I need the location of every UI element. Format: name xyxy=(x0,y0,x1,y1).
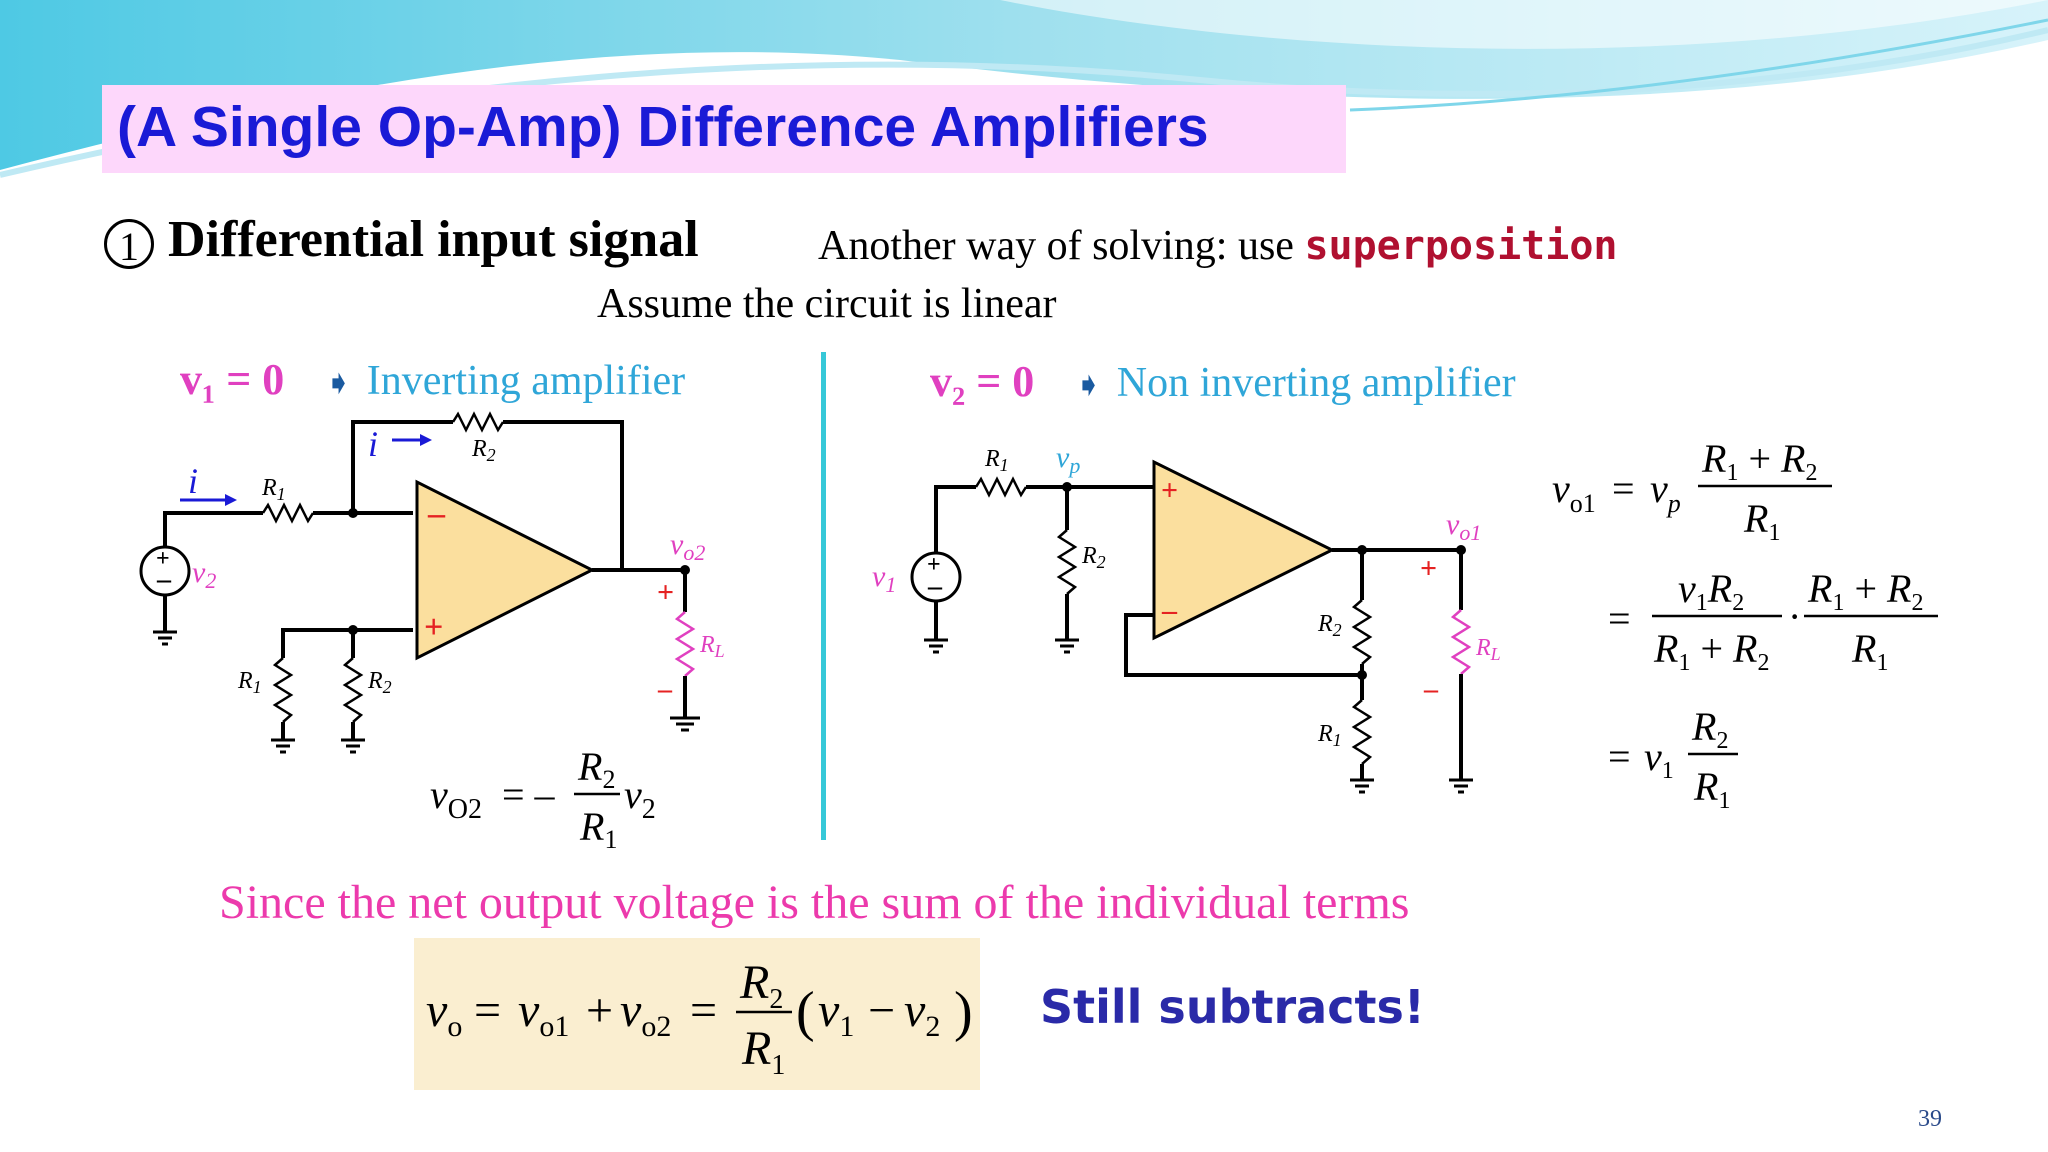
arrow-right-icon: ➧ xyxy=(324,365,353,402)
svg-text:vo2: vo2 xyxy=(670,528,705,565)
method-prefix: Another way of solving: use xyxy=(818,223,1305,269)
svg-text:RL: RL xyxy=(1475,635,1501,664)
svg-text:=: = xyxy=(1612,466,1635,511)
inverting-gain-formula: vO2 = – R2 R1 v2 xyxy=(430,744,656,854)
svg-text:RL: RL xyxy=(699,632,725,661)
svg-text:vo1: vo1 xyxy=(1552,466,1596,518)
svg-text:–: – xyxy=(1161,594,1178,627)
svg-text:=: = xyxy=(1608,734,1631,779)
left-case-title: Inverting amplifier xyxy=(366,358,686,404)
current-arrow-icon xyxy=(225,494,237,506)
svg-text:vp: vp xyxy=(1056,441,1080,478)
svg-text:+: + xyxy=(657,576,674,609)
voltage-source-icon: + – xyxy=(910,551,962,603)
svg-text:+: + xyxy=(424,609,443,646)
opamp-symbol xyxy=(1152,459,1336,641)
difference-amplifier-formula: vo = vo1 + vo2 = R2 R1 ( v1 − v2 ) xyxy=(426,956,973,1081)
section-heading: 1 Differential input signal xyxy=(104,210,699,270)
svg-text:R1 + R2: R1 + R2 xyxy=(1653,626,1769,676)
assumption-text: Assume the circuit is linear xyxy=(597,281,1057,327)
section-number-badge: 1 xyxy=(104,219,154,270)
svg-text:–: – xyxy=(156,564,172,595)
svg-text:v2: v2 xyxy=(192,556,216,593)
svg-text:R1: R1 xyxy=(1693,764,1730,814)
svg-text:i: i xyxy=(188,461,198,501)
section-divider xyxy=(821,352,826,840)
svg-text:R2: R2 xyxy=(577,744,615,794)
svg-text:R1: R1 xyxy=(1743,496,1780,546)
svg-text:v1: v1 xyxy=(1644,734,1674,784)
svg-text:): ) xyxy=(954,981,973,1043)
method-note: Another way of solving: use superpositio… xyxy=(818,222,1618,270)
svg-text:R2: R2 xyxy=(1691,704,1728,754)
slide-title: (A Single Op-Amp) Difference Amplifiers xyxy=(117,95,1209,159)
svg-text:R2: R2 xyxy=(471,436,496,465)
svg-text:R2: R2 xyxy=(1317,611,1342,640)
svg-text:R1: R1 xyxy=(237,668,262,697)
method-keyword: superposition xyxy=(1304,223,1618,269)
svg-text:R2: R2 xyxy=(1081,543,1106,572)
left-condition: v₁ = 0 xyxy=(180,355,285,404)
arrow-right-icon: ➧ xyxy=(1074,367,1103,404)
right-condition: v₂ = 0 xyxy=(930,357,1035,406)
svg-text:R1: R1 xyxy=(579,804,617,854)
svg-text:R1 + R2: R1 + R2 xyxy=(1701,436,1817,486)
svg-text:vo1: vo1 xyxy=(1446,508,1481,545)
svg-text:–: – xyxy=(657,674,673,705)
svg-text:R1: R1 xyxy=(984,446,1009,475)
svg-text:=: = xyxy=(690,984,717,1037)
right-case-label: v₂ = 0 ➧ Non inverting amplifier xyxy=(930,356,1516,407)
svg-text:v1: v1 xyxy=(818,984,854,1043)
svg-text:vO2: vO2 xyxy=(430,772,482,825)
page-number: 39 xyxy=(1918,1106,1942,1132)
svg-text:v2: v2 xyxy=(624,772,656,825)
current-arrow-icon xyxy=(420,434,432,446)
inverting-amplifier-circuit: – + + – v2 R1 R2 R1 R2 RL vo2 + – i i vO… xyxy=(139,411,725,854)
ground-icon xyxy=(153,630,700,754)
svg-text:vo2: vo2 xyxy=(620,984,671,1043)
svg-text:R1: R1 xyxy=(261,475,286,504)
noninverting-amplifier-circuit: + – + – v1 R1 vp R2 R2 R1 RL vo1 + – xyxy=(872,441,1501,794)
svg-text:=: = xyxy=(1608,596,1631,641)
svg-text:+: + xyxy=(1420,552,1437,585)
result-box xyxy=(414,938,980,1090)
ground-icon xyxy=(924,638,1473,794)
section-title: Differential input signal xyxy=(168,211,699,268)
svg-text:R1 + R2: R1 + R2 xyxy=(1807,566,1923,616)
svg-text:+: + xyxy=(1161,474,1178,507)
svg-text:+: + xyxy=(927,552,941,578)
opamp-symbol xyxy=(415,479,596,661)
svg-text:R1: R1 xyxy=(1317,721,1342,750)
conclusion-remark: Still subtracts! xyxy=(1040,980,1425,1034)
left-case-label: v₁ = 0 ➧ Inverting amplifier xyxy=(180,354,685,405)
svg-text:–: – xyxy=(1423,674,1439,705)
svg-text:v1: v1 xyxy=(872,560,896,597)
svg-text:R1: R1 xyxy=(741,1022,785,1081)
svg-text:R2: R2 xyxy=(739,956,783,1015)
voltage-source-icon: + – xyxy=(139,545,191,597)
svg-text:vo1: vo1 xyxy=(518,984,569,1043)
conclusion-statement: Since the net output voltage is the sum … xyxy=(219,876,1410,929)
noninverting-derivation: vo1 = vp R1 + R2 R1 = v1R2 R1 + R2 · R1 … xyxy=(1552,436,1938,814)
svg-text:−: − xyxy=(868,984,895,1037)
right-case-title: Non inverting amplifier xyxy=(1116,360,1516,406)
title-background xyxy=(102,85,1346,173)
svg-text:v2: v2 xyxy=(904,984,940,1043)
svg-text:=: = xyxy=(474,984,501,1037)
svg-text:v1R2: v1R2 xyxy=(1678,566,1744,616)
svg-text:·: · xyxy=(1788,594,1801,639)
svg-text:R2: R2 xyxy=(367,668,392,697)
svg-text:–: – xyxy=(427,495,446,532)
svg-text:= –: = – xyxy=(502,772,556,817)
svg-text:R1: R1 xyxy=(1851,626,1888,676)
svg-text:i: i xyxy=(368,424,378,464)
svg-text:vo: vo xyxy=(426,984,462,1043)
svg-text:+: + xyxy=(156,546,170,572)
svg-text:vp: vp xyxy=(1650,466,1681,518)
svg-text:(: ( xyxy=(796,981,815,1043)
svg-text:+: + xyxy=(586,984,613,1037)
svg-text:–: – xyxy=(927,571,943,602)
